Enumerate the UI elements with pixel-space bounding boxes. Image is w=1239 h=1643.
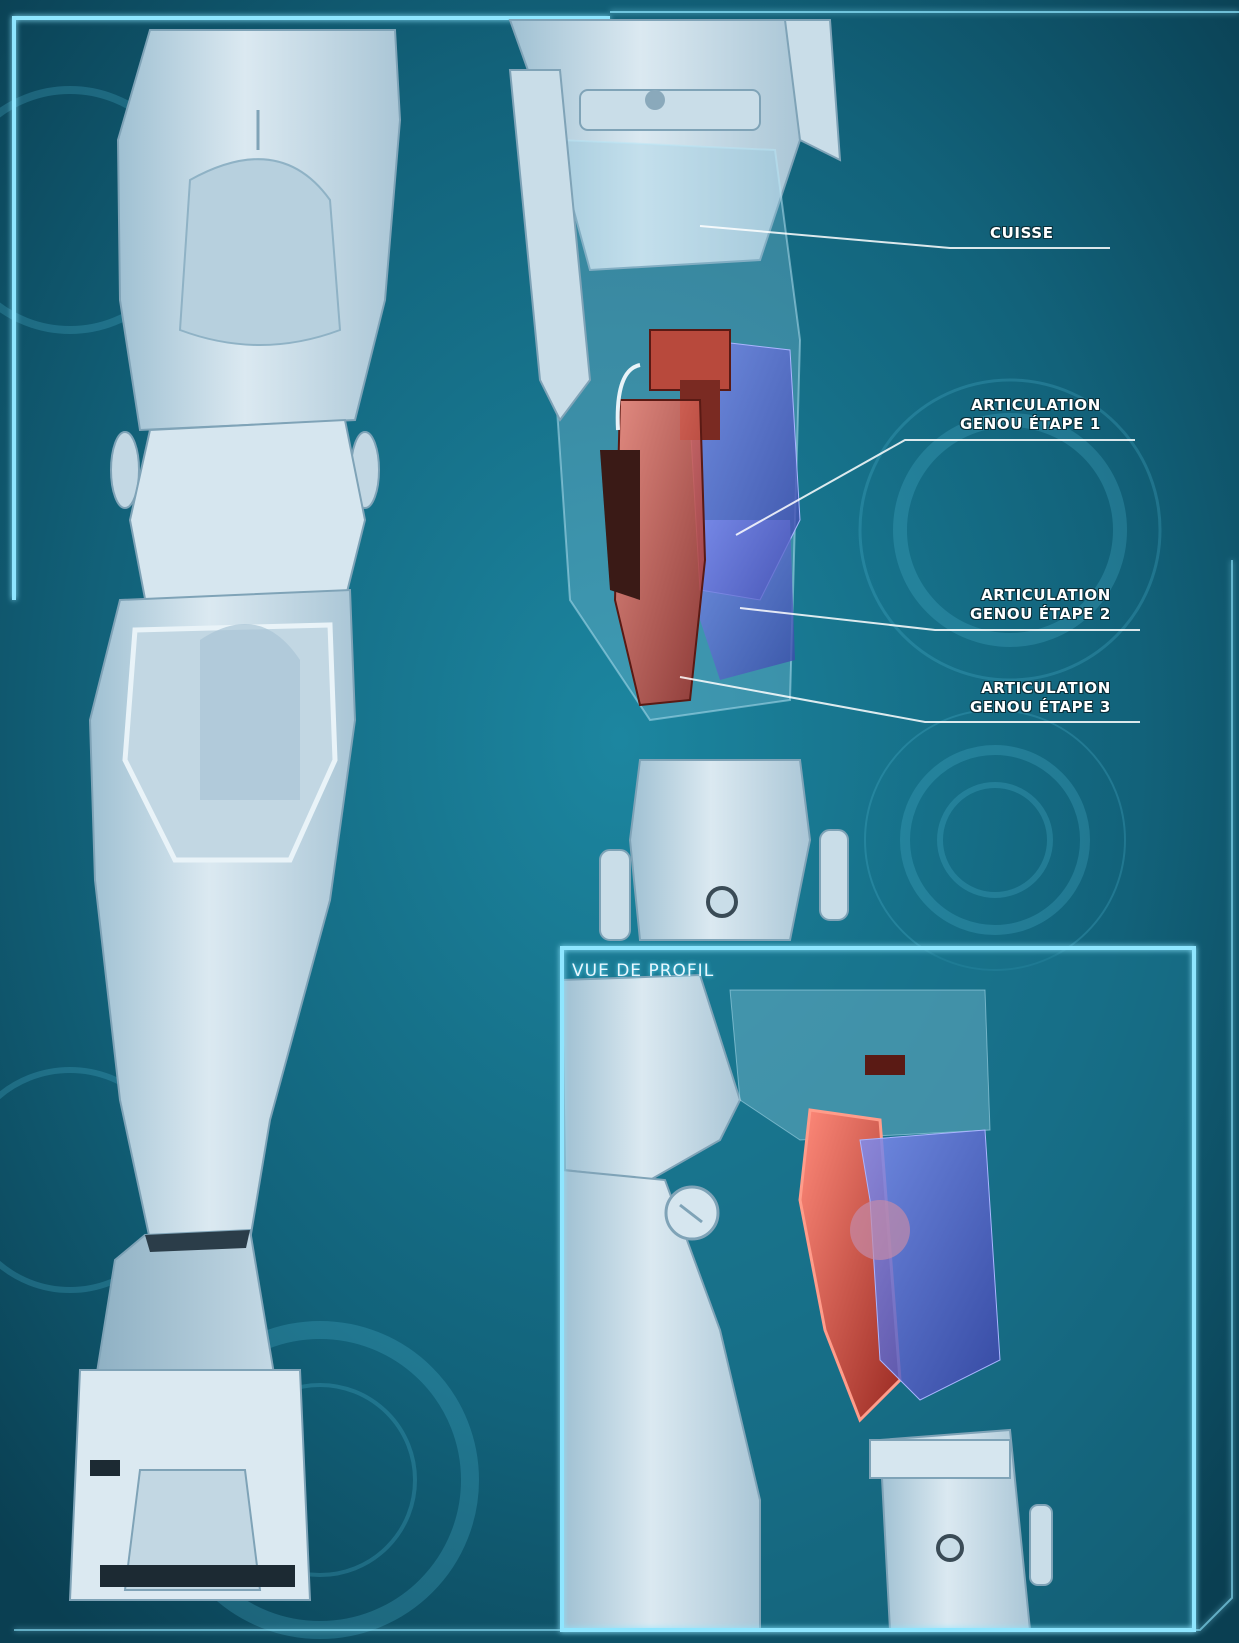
callout-knee-step-1: ARTICULATION GENOU ÉTAPE 1 <box>960 396 1101 434</box>
callout-knee-step-3-line1: ARTICULATION <box>970 679 1111 698</box>
callout-knee-step-2-line2: GENOU ÉTAPE 2 <box>970 605 1111 624</box>
profile-view-inset <box>562 948 1194 1630</box>
callout-knee-step-2: ARTICULATION GENOU ÉTAPE 2 <box>970 586 1111 624</box>
callout-knee-step-2-line1: ARTICULATION <box>970 586 1111 605</box>
callout-thigh: CUISSE <box>990 224 1054 243</box>
callout-knee-step-1-line2: GENOU ÉTAPE 1 <box>960 415 1101 434</box>
callout-knee-step-1-line1: ARTICULATION <box>960 396 1101 415</box>
profile-view-title: VUE DE PROFIL <box>572 961 714 981</box>
callout-knee-step-3-line2: GENOU ÉTAPE 3 <box>970 698 1111 717</box>
callout-thigh-text: CUISSE <box>990 224 1054 243</box>
callout-knee-step-3: ARTICULATION GENOU ÉTAPE 3 <box>970 679 1111 717</box>
